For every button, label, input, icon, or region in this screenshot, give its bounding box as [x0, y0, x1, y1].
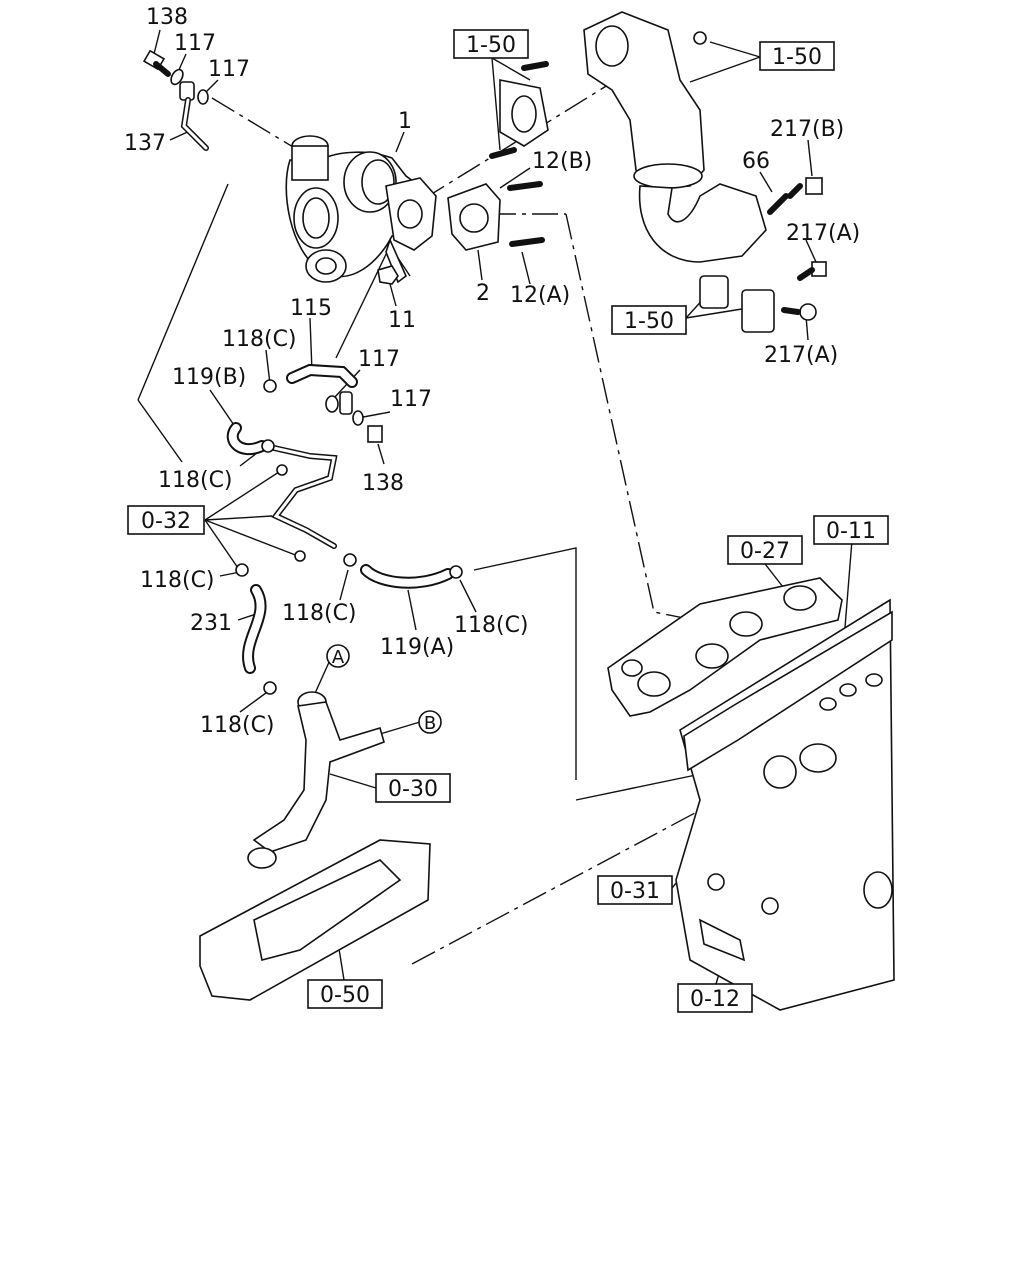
- stud-12a: [509, 237, 545, 247]
- upper-gasket: [499, 79, 549, 147]
- callout-b-letter: B: [424, 713, 436, 734]
- label-115: 115: [290, 296, 332, 321]
- label-66: 66: [742, 149, 770, 174]
- label-118c-e: 118(C): [454, 613, 529, 638]
- washer-117-b: [197, 89, 209, 105]
- label-11: 11: [388, 308, 416, 333]
- label-118c-d: 118(C): [282, 601, 357, 626]
- label-1: 1: [398, 109, 412, 134]
- label-118c-f: 118(C): [200, 713, 275, 738]
- ref-1-50-bottom: 1-50: [624, 309, 674, 334]
- exhaust-pipe-assembly: [583, 11, 767, 263]
- water-pipe-0-30: [247, 691, 385, 869]
- ref-1-50-top-right: 1-50: [772, 45, 822, 70]
- oil-cooler-0-50: [199, 839, 431, 1001]
- label-12a: 12(A): [510, 283, 570, 308]
- callout-a: A: [326, 644, 350, 668]
- label-117-a: 117: [174, 31, 216, 56]
- hose-231: [242, 584, 267, 674]
- bracket-lower: [699, 275, 775, 333]
- clamps-118c: [235, 439, 463, 695]
- callout-a-letter: A: [332, 647, 345, 668]
- oil-feed-pipe-137: [179, 81, 209, 151]
- label-217a-top: 217(A): [786, 221, 860, 246]
- label-119a: 119(A): [380, 635, 454, 660]
- banjo-fittings: [263, 379, 383, 443]
- label-217a-bottom: 217(A): [764, 343, 838, 368]
- stud-pins-upper: [489, 61, 549, 159]
- label-117-d: 117: [390, 387, 432, 412]
- label-231: 231: [190, 611, 232, 636]
- washer-117-a: [170, 68, 184, 86]
- water-pipe-115: [286, 363, 358, 388]
- label-138-top: 138: [146, 5, 188, 30]
- stud-12b: [507, 181, 543, 191]
- ref-0-31: 0-31: [610, 879, 660, 904]
- water-pipe-0-32: [271, 445, 338, 549]
- reference-boxes: 1-50 1-50 1-50 0-32 0-27 0-11 0-30 0-31 …: [127, 29, 889, 1013]
- nut-11: [377, 265, 399, 285]
- part-number-labels: 138 117 117 137 1 12(B) 2 12(A) 11 66 21…: [124, 5, 860, 738]
- turbocharger-1: [285, 135, 437, 284]
- ref-1-50-top-left: 1-50: [466, 33, 516, 58]
- ref-0-30: 0-30: [388, 777, 438, 802]
- label-217b: 217(B): [770, 117, 844, 142]
- label-119b: 119(B): [172, 365, 246, 390]
- hose-119b: [226, 422, 268, 456]
- ref-0-11: 0-11: [826, 519, 876, 544]
- ref-0-50: 0-50: [320, 983, 370, 1008]
- ref-0-12: 0-12: [690, 987, 740, 1012]
- bolts-217-66: [767, 177, 827, 321]
- ref-0-32: 0-32: [141, 509, 191, 534]
- label-2: 2: [476, 281, 490, 306]
- label-117-b: 117: [208, 57, 250, 82]
- label-118c-b: 118(C): [158, 468, 233, 493]
- hose-119a: [360, 564, 454, 589]
- label-138-mid: 138: [362, 471, 404, 496]
- exhaust-manifold-0-27: [607, 577, 843, 717]
- ref-0-27: 0-27: [740, 539, 790, 564]
- engine-block: [675, 598, 895, 1011]
- label-118c-a: 118(C): [222, 327, 297, 352]
- label-12b: 12(B): [532, 149, 592, 174]
- bolt-138-top: [142, 49, 171, 77]
- label-117-c: 117: [358, 347, 400, 372]
- callout-b: B: [418, 710, 442, 734]
- label-137: 137: [124, 131, 166, 156]
- label-118c-c: 118(C): [140, 568, 215, 593]
- dashed-center-lines: [211, 79, 709, 965]
- exhaust-flange-gasket-2: [447, 183, 501, 251]
